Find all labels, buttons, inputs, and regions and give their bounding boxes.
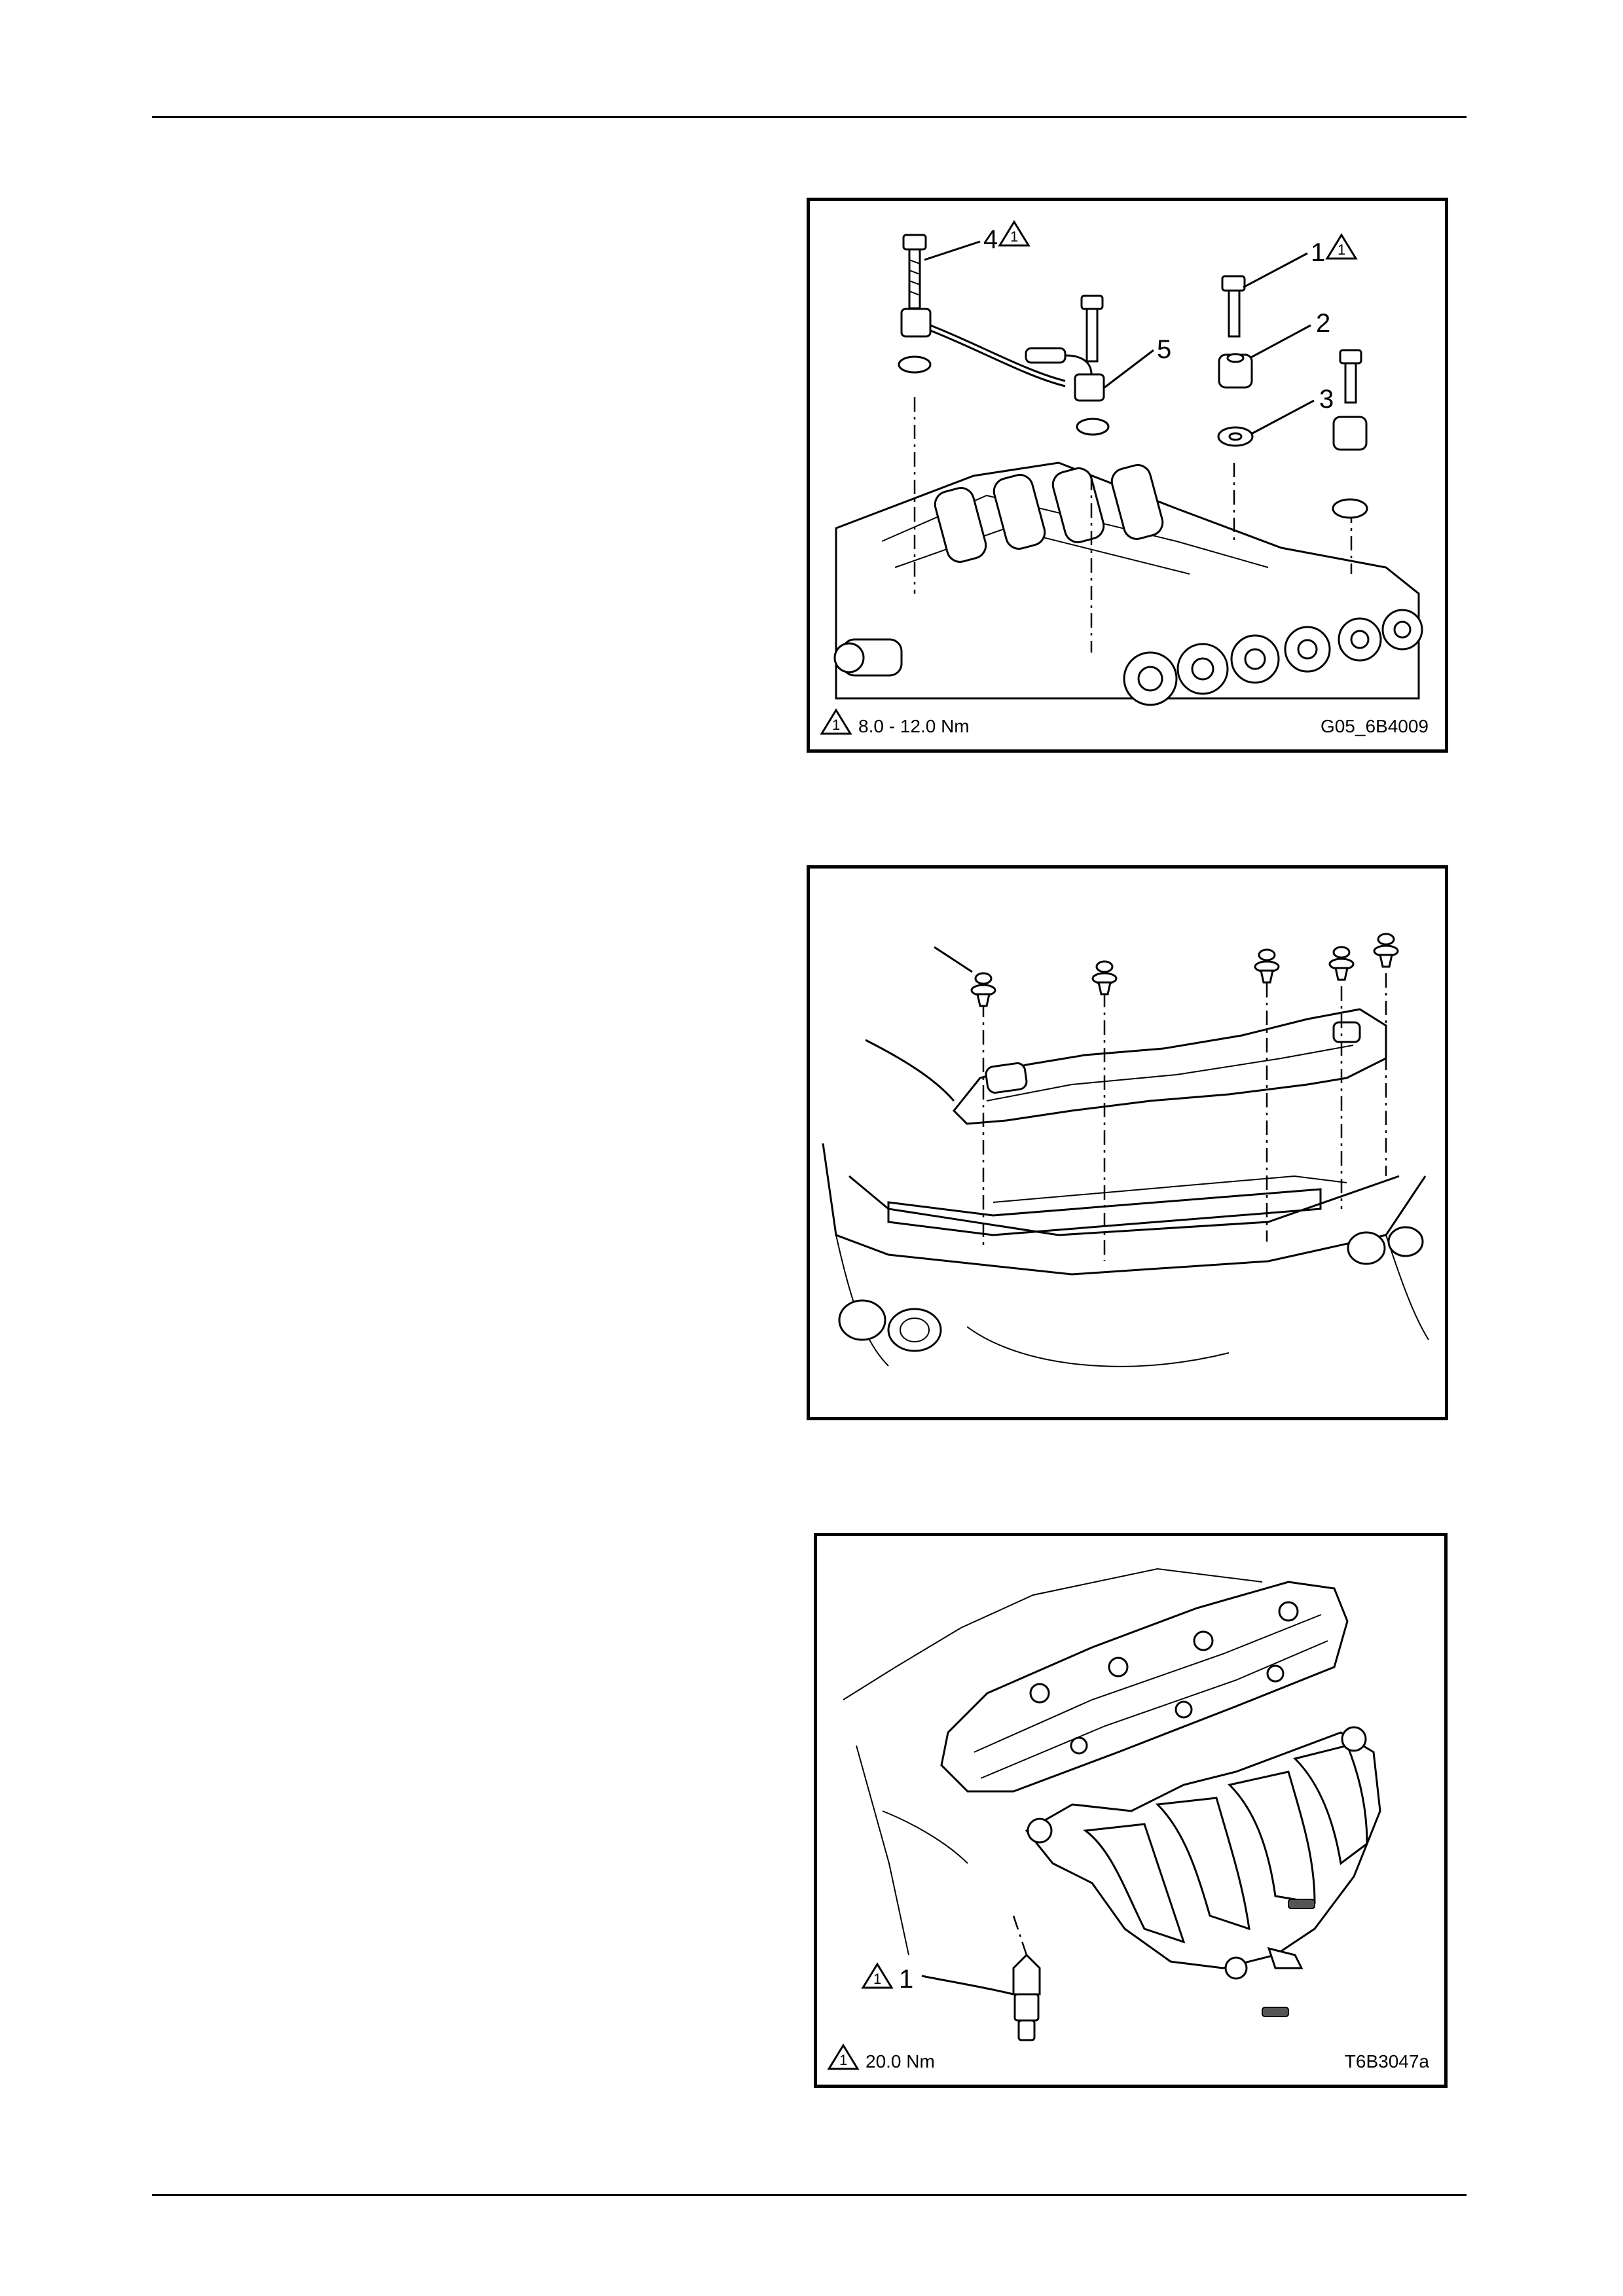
callout-4: 4 — [983, 225, 998, 254]
footer-rule — [152, 2194, 1467, 2196]
figure-code: G05_6B4009 — [1321, 716, 1429, 736]
oxygen-sensor-1 — [1013, 1916, 1040, 2040]
bolt-4 — [903, 235, 926, 308]
headlamp-right — [1348, 1227, 1423, 1264]
clip-5 — [1075, 374, 1108, 435]
svg-text:1: 1 — [1010, 228, 1018, 245]
washer-3 — [1218, 427, 1252, 446]
figure-fuel-rail-mounting: 4 1 2 3 5 1 1 1 8.0 - 12.0 Nm G05_6B4009 — [807, 198, 1448, 753]
callout-1: 1 — [1311, 238, 1325, 267]
svg-text:1: 1 — [873, 1971, 881, 1987]
headlamp-left — [839, 1300, 941, 1351]
figure-heat-shield-fasteners — [807, 865, 1448, 1420]
fastener — [1330, 947, 1353, 980]
callout-3: 3 — [1319, 385, 1334, 414]
fastener — [1093, 961, 1116, 994]
exhaust-manifold-illustration: 1 1 1 20.0 Nm T6B3047a — [817, 1536, 1444, 2085]
header-rule — [152, 116, 1467, 118]
fuel-rail-illustration: 4 1 2 3 5 1 1 1 8.0 - 12.0 Nm G05_6B4009 — [810, 201, 1445, 749]
bolt-far-right — [1333, 350, 1367, 518]
bolt-1 — [1222, 276, 1245, 336]
svg-text:1: 1 — [839, 2052, 847, 2068]
torque-triangle-icon: 1 — [822, 710, 850, 734]
coil-pack-row — [1124, 610, 1422, 705]
heat-shield — [954, 1009, 1386, 1124]
callout-2: 2 — [1316, 309, 1330, 338]
bolt-middle — [1082, 296, 1103, 361]
torque-triangle-icon: 1 — [1327, 235, 1356, 259]
torque-spec: 8.0 - 12.0 Nm — [858, 716, 970, 736]
svg-text:1: 1 — [1338, 242, 1345, 258]
torque-triangle-icon: 1 — [1000, 222, 1029, 245]
figure-code: T6B3047a — [1345, 2051, 1430, 2072]
fastener — [1374, 934, 1398, 967]
torque-triangle-icon: 1 — [863, 1964, 892, 1988]
fuel-rail-bracket — [899, 309, 1091, 386]
callout-1: 1 — [899, 1965, 913, 1994]
fastener — [972, 973, 995, 1006]
figure-exhaust-manifold: 1 1 1 20.0 Nm T6B3047a — [814, 1533, 1448, 2088]
bush-2 — [1219, 354, 1252, 387]
fuel-inlet-fitting — [835, 639, 902, 675]
torque-triangle-icon: 1 — [829, 2045, 858, 2069]
callout-5: 5 — [1157, 335, 1171, 364]
torque-spec: 20.0 Nm — [866, 2051, 935, 2072]
svg-text:1: 1 — [832, 717, 840, 733]
heat-shield-illustration — [810, 869, 1445, 1417]
fastener — [1255, 950, 1279, 982]
